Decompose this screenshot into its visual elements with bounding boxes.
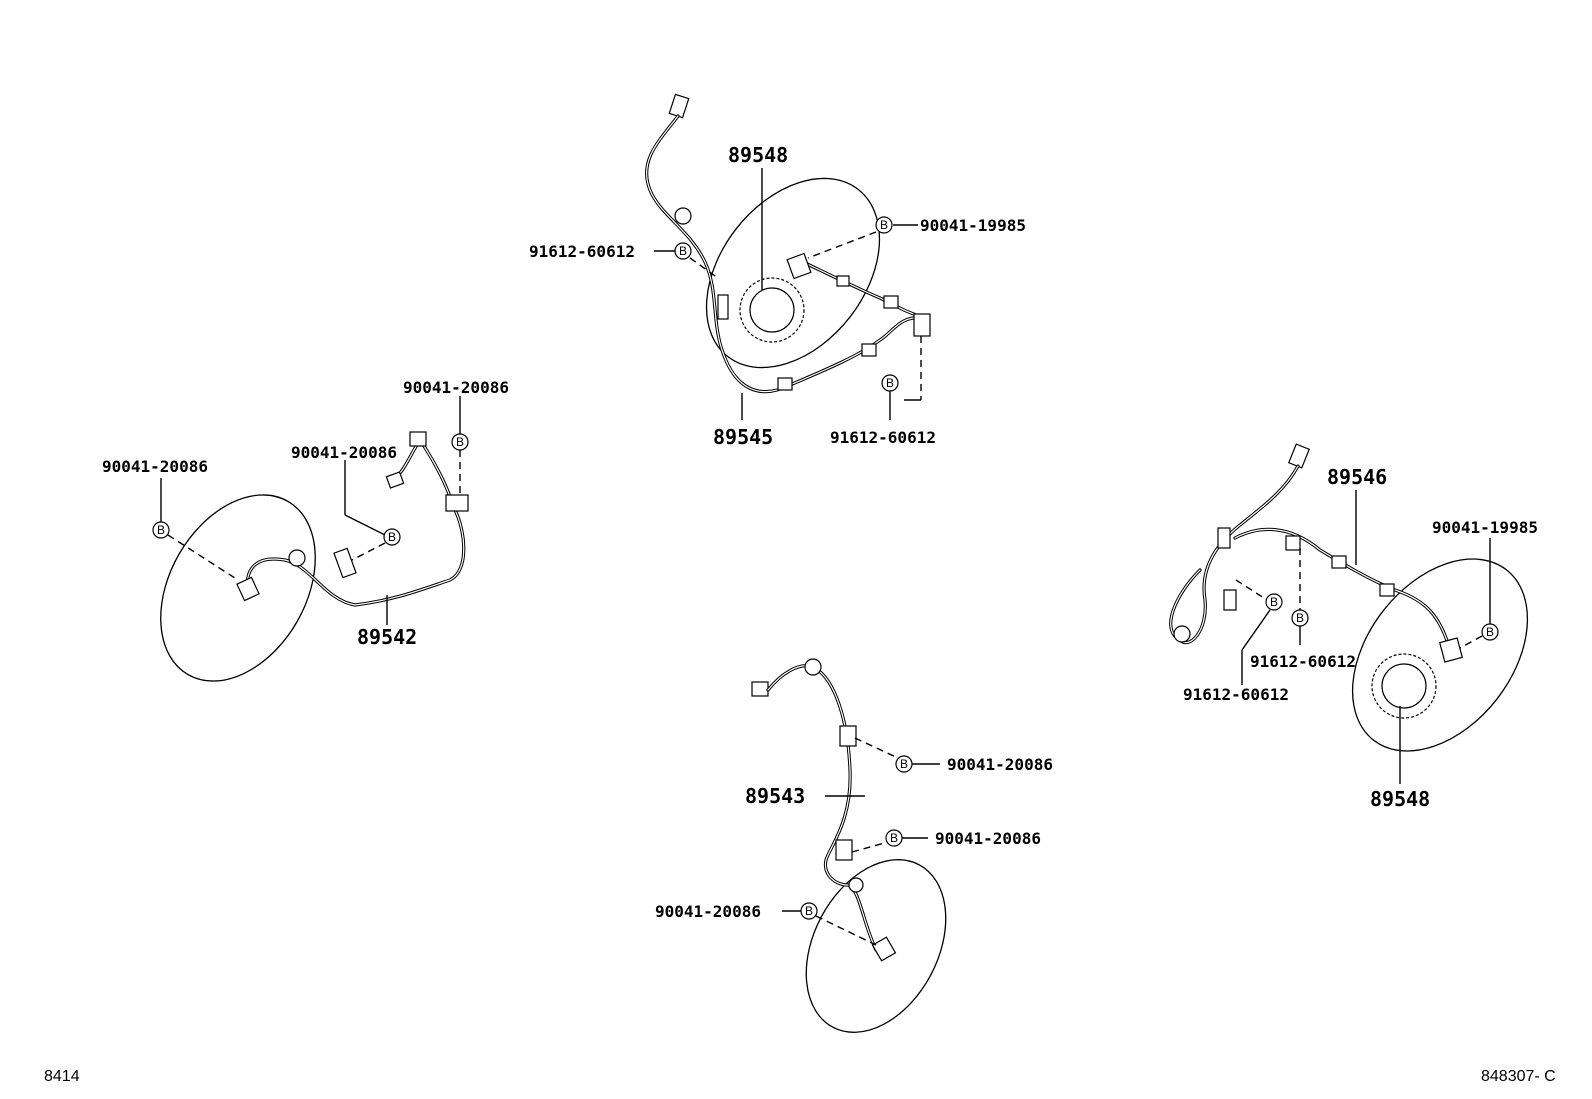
bolt-right-b: B	[1291, 609, 1309, 627]
left-clip	[409, 431, 427, 447]
right-grommet	[1173, 625, 1191, 643]
label-91612-60612-right-c: 91612-60612	[1183, 685, 1289, 704]
bolt-left-b: B	[383, 528, 401, 546]
bolt-middle-c: B	[800, 902, 818, 920]
corner-label-left: 8414	[44, 1068, 80, 1085]
top-assembly: 89548 B 91612-60612 B 90041-19985 89545 …	[529, 93, 1026, 449]
label-89548-top: 89548	[728, 143, 788, 167]
right-clip-a	[1217, 527, 1231, 549]
label-91612-60612-top-bottom: 91612-60612	[830, 428, 936, 447]
bolt-left-c: B	[451, 433, 469, 451]
top-clip-b	[777, 377, 793, 391]
left-bracket-a	[333, 547, 357, 579]
label-89546: 89546	[1327, 465, 1387, 489]
top-speed-sensor	[786, 252, 812, 280]
bolt-middle-b: B	[885, 829, 903, 847]
label-89542: 89542	[357, 625, 417, 649]
top-clip-e	[883, 295, 899, 309]
left-grommet	[288, 549, 306, 567]
corner-label-right: 848307- C	[1481, 1068, 1556, 1085]
left-brake-rotor-outline	[160, 494, 316, 682]
bolt-right-c: B	[1265, 593, 1283, 611]
top-clip-a	[717, 294, 729, 320]
middle-bracket-b	[835, 839, 853, 861]
middle-bracket-a	[839, 725, 857, 747]
top-brake-rotor-outline	[705, 177, 881, 369]
svg-text:B: B	[886, 376, 894, 390]
label-90041-20086-mid-c: 90041-20086	[655, 902, 761, 921]
bolt-left-a: B	[152, 521, 170, 539]
label-90041-20086-left-c: 90041-20086	[403, 378, 509, 397]
bolt-top-bottom: B	[881, 374, 899, 392]
bolt-top-left: B	[674, 242, 692, 260]
left-bracket-b	[445, 494, 469, 512]
svg-text:B: B	[456, 435, 464, 449]
svg-text:B: B	[1270, 595, 1278, 609]
label-90041-19985-top: 90041-19985	[920, 216, 1026, 235]
svg-text:B: B	[157, 523, 165, 537]
right-connector	[1287, 443, 1311, 469]
label-90041-20086-left-a: 90041-20086	[102, 457, 208, 476]
left-sensor-harness	[245, 438, 466, 607]
middle-connector	[751, 681, 769, 697]
right-clip-e	[1379, 583, 1395, 597]
svg-text:B: B	[890, 831, 898, 845]
middle-brake-rotor-outline	[805, 859, 947, 1033]
middle-speed-sensor	[871, 936, 897, 962]
svg-text:B: B	[1296, 611, 1304, 625]
svg-text:B: B	[805, 904, 813, 918]
middle-assembly: B 90041-20086 89543 B 90041-20086 B 9004…	[655, 658, 1053, 1033]
bolt-middle-a: B	[895, 755, 913, 773]
label-89548-right: 89548	[1370, 787, 1430, 811]
bolt-right-a: B	[1481, 623, 1499, 641]
label-90041-20086-left-b: 90041-20086	[291, 443, 397, 462]
middle-grommet-a	[804, 658, 822, 676]
label-90041-20086-mid-a: 90041-20086	[947, 755, 1053, 774]
top-connector	[668, 93, 690, 119]
label-89543: 89543	[745, 784, 805, 808]
right-clip-c	[1285, 535, 1301, 551]
right-clip-b	[1223, 589, 1237, 611]
left-assembly: B 90041-20086 B 90041-20086 B 90041-2008…	[102, 378, 509, 682]
top-grommet	[674, 207, 692, 225]
left-speed-sensor	[236, 576, 260, 602]
label-90041-20086-mid-b: 90041-20086	[935, 829, 1041, 848]
right-sensor-harness-b	[1233, 527, 1452, 652]
svg-text:B: B	[388, 530, 396, 544]
svg-text:B: B	[1486, 625, 1494, 639]
right-assembly: 89546 B 90041-19985 B 91612-60612 B 9161…	[1169, 443, 1538, 811]
right-brake-rotor-outline	[1351, 558, 1529, 752]
svg-text:B: B	[900, 757, 908, 771]
right-speed-sensor	[1438, 637, 1464, 663]
label-91612-60612-right-b: 91612-60612	[1250, 652, 1356, 671]
label-90041-19985-right: 90041-19985	[1432, 518, 1538, 537]
svg-text:B: B	[880, 218, 888, 232]
top-clip-c	[861, 343, 877, 357]
top-clip-d	[836, 275, 850, 287]
bolt-top-right: B	[875, 216, 893, 234]
middle-grommet-b	[848, 877, 864, 893]
right-clip-d	[1331, 555, 1347, 569]
label-89545: 89545	[713, 425, 773, 449]
svg-text:B: B	[679, 244, 687, 258]
left-connector	[385, 471, 405, 489]
top-bracket	[913, 313, 931, 337]
label-91612-60612-top-left: 91612-60612	[529, 242, 635, 261]
